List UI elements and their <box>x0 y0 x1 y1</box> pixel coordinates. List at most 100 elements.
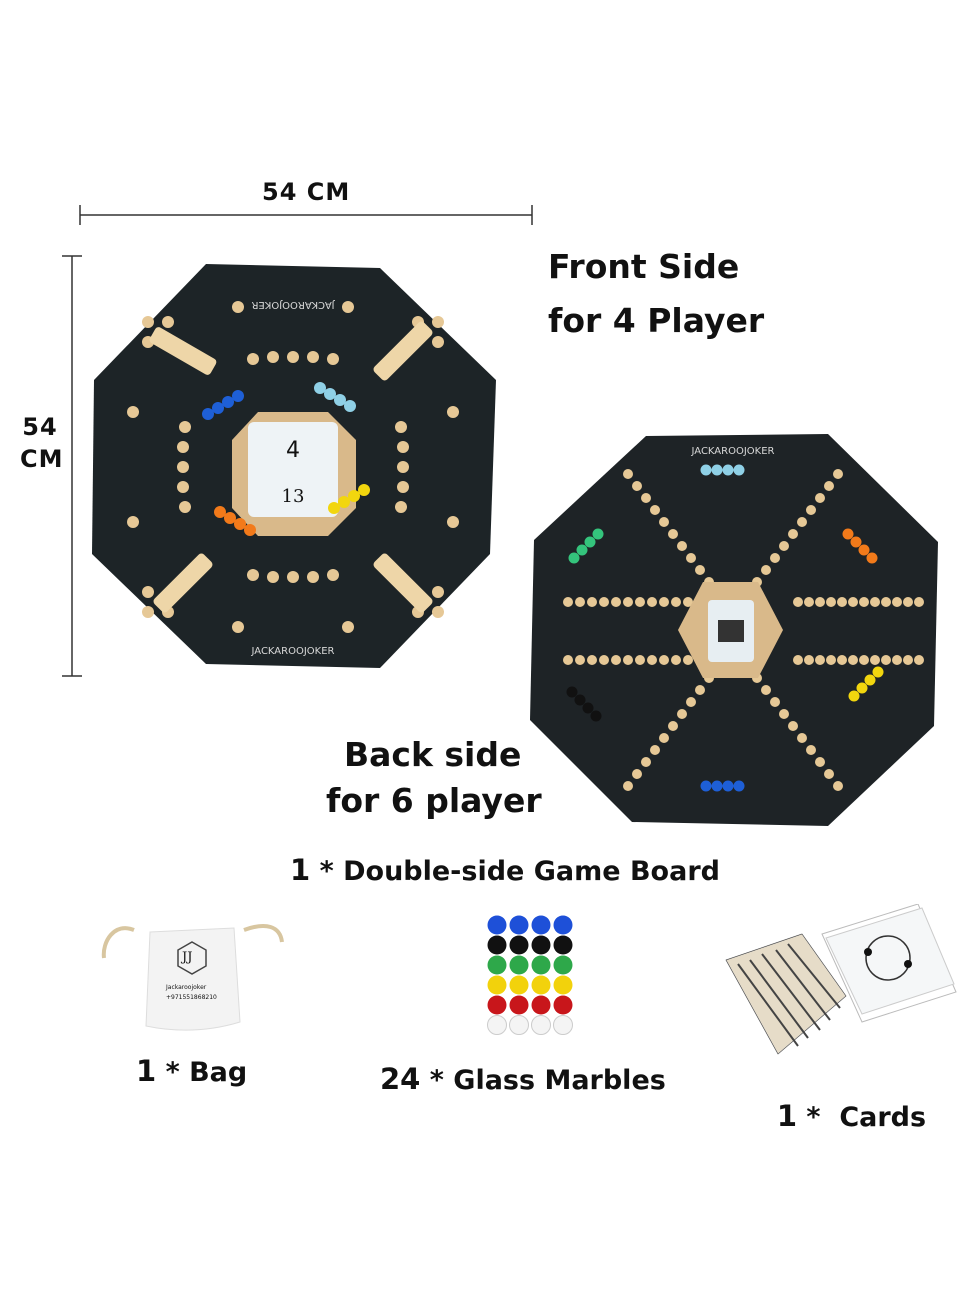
back-board-hole <box>563 655 573 665</box>
front-card-value-a: 4 <box>286 438 300 463</box>
back-board-hole <box>770 553 780 563</box>
back-board-hole <box>804 655 814 665</box>
back-marble <box>584 536 596 548</box>
back-board-image: JACKAROOJOKER <box>530 434 938 826</box>
back-board-hole <box>837 655 847 665</box>
back-marble <box>872 666 884 678</box>
back-board-hole <box>641 757 651 767</box>
back-board-hole <box>635 655 645 665</box>
back-side-subtitle: for 6 player <box>326 781 542 820</box>
marble-grid-image <box>487 915 573 1035</box>
back-board-hole <box>635 597 645 607</box>
bag-text-1: Jackaroojoker <box>166 984 207 991</box>
back-board-hole <box>641 493 651 503</box>
back-board-hole <box>647 655 657 665</box>
back-marble <box>856 682 868 694</box>
back-board-hole <box>659 733 669 743</box>
back-board-hole <box>806 505 816 515</box>
height-dimension-line <box>62 255 82 677</box>
back-board-hole <box>870 655 880 665</box>
marbles-caption: 24 * Glass Marbles <box>380 1062 666 1096</box>
back-board-hole <box>826 655 836 665</box>
glass-marble <box>509 935 529 955</box>
back-board-hole <box>788 721 798 731</box>
front-marble <box>222 396 234 408</box>
back-board-hole <box>892 597 902 607</box>
height-dimension-unit: CM <box>20 445 64 473</box>
back-marble <box>582 702 594 714</box>
back-board-hole <box>761 685 771 695</box>
back-board-hole <box>881 597 891 607</box>
back-board-hole <box>695 685 705 695</box>
back-board-hole <box>859 655 869 665</box>
back-board-hole <box>914 655 924 665</box>
front-marble <box>212 402 224 414</box>
front-marble <box>344 400 356 412</box>
back-board-hole <box>779 709 789 719</box>
bag-caption-text: * Bag <box>156 1057 248 1088</box>
back-board-hole <box>903 597 913 607</box>
back-board-hole <box>806 745 816 755</box>
back-board-hole <box>848 655 858 665</box>
back-board-hole <box>659 655 669 665</box>
front-side-title: Front Side <box>548 247 740 286</box>
glass-marble <box>487 995 507 1015</box>
board-caption-text: * Double-side Game Board <box>310 856 720 887</box>
bag-image <box>101 924 284 1031</box>
back-board-hole <box>848 597 858 607</box>
back-marble <box>574 694 586 706</box>
back-board-hole <box>695 565 705 575</box>
back-board-hole <box>668 721 678 731</box>
glass-marble <box>487 915 507 935</box>
back-board-hole <box>824 481 834 491</box>
back-board-hole <box>611 597 621 607</box>
back-marble <box>864 674 876 686</box>
back-board-hole <box>599 597 609 607</box>
back-board-hole <box>793 597 803 607</box>
glass-marble <box>553 935 573 955</box>
back-board-hole <box>671 597 681 607</box>
front-marble <box>314 382 326 394</box>
back-board-hole <box>623 781 633 791</box>
bag-text-2: +971551868210 <box>166 994 217 1001</box>
front-board-brand-top: JACKAROOJOKER <box>251 299 335 310</box>
front-marble <box>358 484 370 496</box>
back-board-hole <box>677 709 687 719</box>
back-board-hole <box>881 655 891 665</box>
back-board-marbles <box>566 464 884 792</box>
back-board-hole <box>623 469 633 479</box>
back-board-hole <box>815 757 825 767</box>
marbles-caption-qty: 24 <box>380 1062 421 1096</box>
glass-marble <box>487 975 507 995</box>
front-marble <box>224 512 236 524</box>
back-board-hole <box>833 469 843 479</box>
back-marble <box>711 464 723 476</box>
front-marble <box>232 390 244 402</box>
glass-marble <box>531 995 551 1015</box>
back-board-hole <box>779 541 789 551</box>
front-marble <box>328 502 340 514</box>
back-marble <box>866 552 878 564</box>
back-board-hole <box>563 597 573 607</box>
back-board-hole <box>623 655 633 665</box>
front-board-brand-bottom: JACKAROOJOKER <box>251 646 335 657</box>
back-board-hole <box>797 733 807 743</box>
back-board-hole <box>647 597 657 607</box>
cards-caption-text: * Cards <box>797 1102 927 1133</box>
back-marble <box>576 544 588 556</box>
back-board-hole <box>683 597 693 607</box>
back-board-brand: JACKAROOJOKER <box>691 446 775 457</box>
bag-logo: JJ <box>182 950 193 965</box>
back-marble <box>590 710 602 722</box>
front-card-value-b: 13 <box>282 486 305 507</box>
front-marble <box>234 518 246 530</box>
back-board-hole <box>677 541 687 551</box>
back-marble <box>733 464 745 476</box>
height-dimension-value: 54 <box>22 413 58 441</box>
back-board-hole <box>833 781 843 791</box>
back-marble <box>711 780 723 792</box>
back-board-hole <box>837 597 847 607</box>
back-board-hole <box>686 697 696 707</box>
cards-image <box>725 904 957 1055</box>
back-board-hole <box>761 565 771 575</box>
